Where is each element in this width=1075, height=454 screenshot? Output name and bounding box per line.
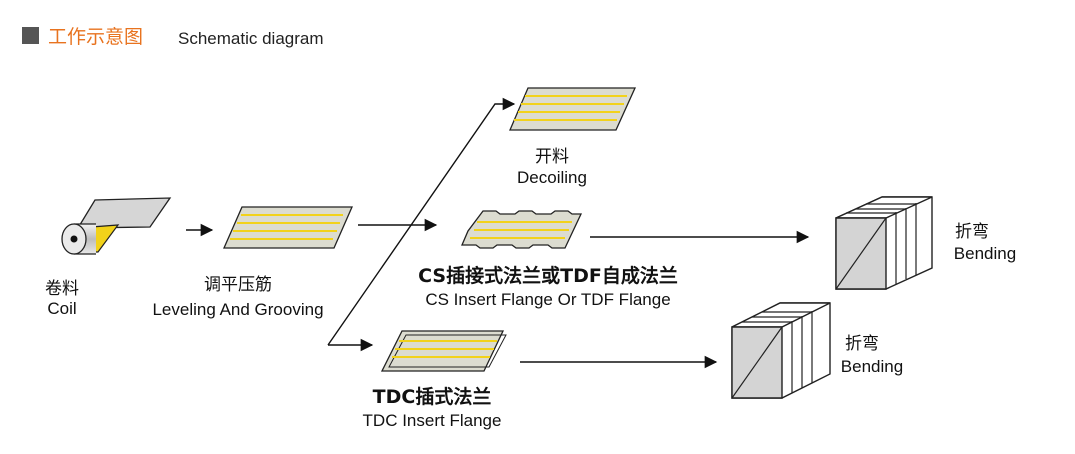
duct-box-bottom — [731, 302, 831, 399]
bending-bottom-label-en: Bending — [841, 357, 903, 376]
cs-flange-sheet — [461, 210, 583, 249]
tdc-flange-sheet — [380, 330, 507, 372]
decoiling-label-en: Decoiling — [517, 168, 587, 187]
header-title-cn: 工作示意图 — [48, 26, 143, 48]
bending-bottom-label-cn: 折弯 — [845, 334, 879, 354]
tdc-flange-label-en: TDC Insert Flange — [363, 411, 502, 430]
header-marker — [22, 27, 39, 44]
cs-flange-label-en: CS Insert Flange Or TDF Flange — [425, 290, 670, 309]
coil-label-cn: 卷料 — [45, 279, 79, 299]
decoiling-label-cn: 开料 — [535, 147, 569, 167]
header-title-en: Schematic diagram — [178, 29, 324, 48]
cs-flange-label-cn: CS插接式法兰或TDF自成法兰 — [418, 264, 678, 287]
leveling-label-cn: 调平压筋 — [204, 275, 272, 295]
coil-label-en: Coil — [47, 299, 76, 318]
decoiling-sheet — [509, 87, 637, 131]
duct-box-top — [835, 196, 933, 290]
arrow-to-decoiling — [327, 97, 516, 346]
leveling-label-en: Leveling And Grooving — [152, 300, 323, 319]
tdc-flange-label-cn: TDC插式法兰 — [373, 385, 492, 408]
bending-top-label-en: Bending — [954, 244, 1016, 263]
header: 工作示意图 Schematic diagram — [22, 26, 324, 48]
bending-top-label-cn: 折弯 — [955, 222, 989, 242]
coil-illustration — [61, 197, 172, 255]
leveling-sheet — [223, 206, 353, 249]
